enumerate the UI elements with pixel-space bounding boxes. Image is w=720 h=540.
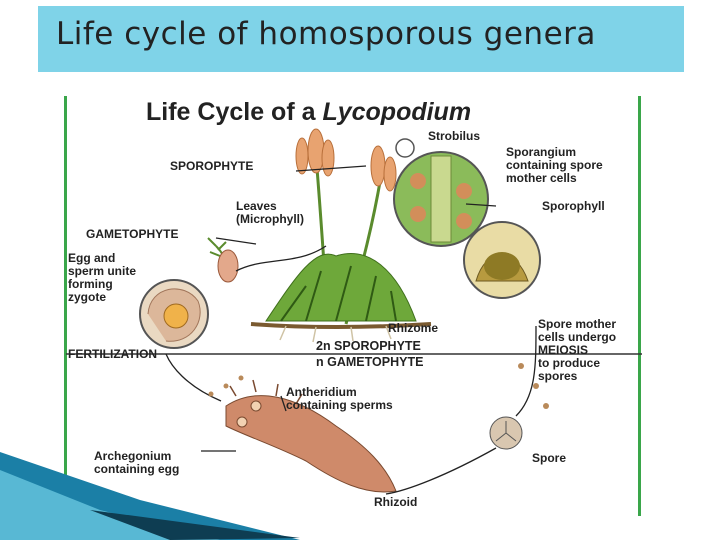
gametophyte-young-plant bbox=[207, 237, 239, 283]
diagram-heading: Life Cycle of a Lycopodium bbox=[146, 98, 472, 126]
pointer-gametophyte bbox=[215, 237, 257, 245]
label-fertilization: FERTILIZATION bbox=[68, 347, 158, 361]
label-rhizoid: Rhizoid bbox=[374, 495, 418, 509]
lycopodium-life-cycle-diagram: Life Cycle of a Lycopodium bbox=[66, 96, 642, 514]
label-n-gametophyte: n GAMETOPHYTE bbox=[316, 355, 424, 369]
diagram-illustration bbox=[66, 128, 642, 495]
scattered-spores bbox=[208, 363, 549, 409]
strobilus-detail-circle bbox=[393, 138, 489, 247]
slide-title: Life cycle of homosporous genera bbox=[56, 16, 596, 52]
diagram-frame-left bbox=[64, 96, 67, 516]
spore-drawing bbox=[489, 416, 523, 450]
arrow-meiosis-to-spore bbox=[515, 325, 537, 417]
zygote-detail-circle bbox=[139, 279, 209, 349]
arrow-fertilization bbox=[165, 353, 222, 402]
label-egg-sperm-unite: Egg and sperm unite forming zygote bbox=[68, 251, 137, 304]
pointer-sporophyll bbox=[465, 203, 497, 207]
arrow-gametophyte-to-sporophyte bbox=[235, 245, 327, 272]
sporophyll-detail-circle bbox=[463, 221, 541, 299]
label-spore-mother-cells: Spore mother cells undergo MEIOSIS to pr… bbox=[538, 317, 617, 383]
cycle-arrows bbox=[165, 165, 537, 495]
slide-corner-decoration bbox=[0, 452, 300, 540]
label-sporophyte: SPOROPHYTE bbox=[170, 159, 254, 173]
label-archegonium: Archegonium containing egg bbox=[94, 449, 180, 476]
pointer-antheridium bbox=[280, 395, 287, 412]
label-2n-sporophyte: 2n SPOROPHYTE bbox=[316, 339, 421, 353]
label-rhizome: Rhizome bbox=[388, 321, 439, 335]
label-sporangium: Sporangium containing spore mother cells bbox=[506, 145, 603, 185]
label-leaves: Leaves (Microphyll) bbox=[236, 199, 304, 226]
gametophyte-prothallus bbox=[225, 379, 397, 493]
sporophyte-plant bbox=[250, 128, 432, 343]
slide-title-bar: Life cycle of homosporous genera bbox=[38, 6, 684, 72]
label-strobilus: Strobilus bbox=[428, 129, 481, 143]
label-gametophyte: GAMETOPHYTE bbox=[86, 227, 179, 241]
pointer-sporophyte bbox=[295, 165, 367, 172]
label-spore: Spore bbox=[532, 451, 567, 465]
arrow-spore-to-gametophyte bbox=[385, 447, 497, 495]
label-sporophyll: Sporophyll bbox=[542, 199, 605, 213]
label-antheridium: Antheridium containing sperms bbox=[286, 385, 393, 412]
diagram-frame-right bbox=[638, 96, 641, 516]
